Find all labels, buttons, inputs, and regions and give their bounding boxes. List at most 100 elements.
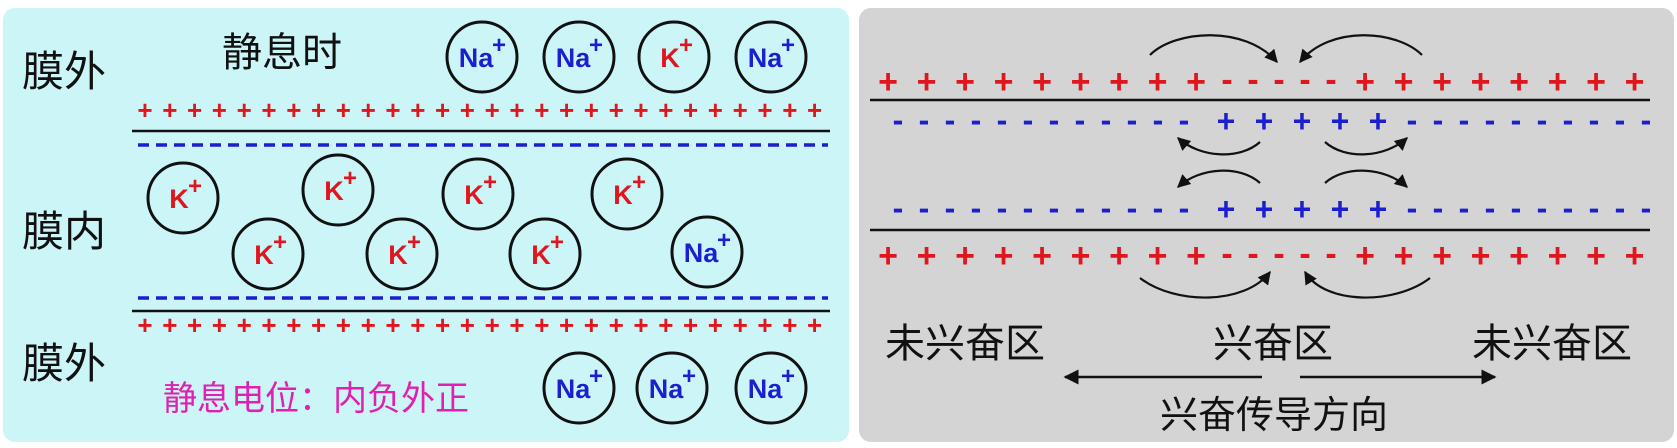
ion-symbol: Na (556, 374, 591, 404)
ion-symbol: K (613, 180, 633, 210)
negative-charge: - (1563, 190, 1574, 226)
right-panel-background (859, 8, 1674, 442)
positive-charge: + (1548, 237, 1568, 275)
potassium-ion: K+ (301, 153, 375, 227)
positive-charge: + (757, 310, 772, 340)
left-panel-background (3, 8, 849, 442)
negative-charge: - (1433, 190, 1444, 226)
sodium-ion: Na+ (542, 20, 616, 94)
ion-charge: + (679, 32, 693, 59)
negative-charge: - (1075, 190, 1086, 226)
negative-charge: - (1247, 235, 1258, 273)
ion-charge: + (273, 229, 287, 256)
negative-charge: - (1615, 190, 1626, 226)
positive-charge: + (261, 310, 276, 340)
positive-charge: + (410, 310, 425, 340)
positive-charge: + (460, 310, 475, 340)
negative-charge: - (1023, 190, 1034, 226)
positive-charge: + (1217, 191, 1236, 227)
positive-charge: + (385, 95, 400, 125)
positive-charge: + (917, 237, 937, 275)
label-unexcited-left: 未兴奋区 (885, 321, 1045, 367)
positive-charge: + (807, 310, 822, 340)
potassium-ion: K+ (441, 157, 515, 231)
positive-charge: + (1548, 63, 1568, 101)
negative-charge: - (1101, 102, 1112, 138)
negative-charge: - (893, 190, 904, 226)
positive-charge: + (955, 63, 975, 101)
local-current-arrow-inner-upper-left (1177, 137, 1261, 156)
positive-charge: + (460, 95, 475, 125)
positive-charge: + (994, 237, 1014, 275)
positive-charge: + (708, 95, 723, 125)
positive-charge: + (1109, 237, 1129, 275)
negative-charge: - (1273, 235, 1284, 273)
sodium-ion: Na+ (445, 20, 519, 94)
sodium-ion: Na+ (635, 351, 709, 425)
ion-charge: + (483, 169, 497, 196)
positive-charge: + (1032, 63, 1052, 101)
negative-charge: - (1127, 102, 1138, 138)
negative-charge: - (1537, 190, 1548, 226)
positive-charge: + (410, 95, 425, 125)
local-current-arrow-inner-lower-right (1324, 169, 1408, 188)
ion-symbol: Na (684, 238, 719, 268)
positive-charge: + (1625, 63, 1645, 101)
potassium-ion: K+ (146, 161, 220, 235)
positive-charge: + (261, 95, 276, 125)
positive-charge: + (485, 95, 500, 125)
negative-charge: - (1153, 102, 1164, 138)
positive-charge: + (683, 95, 698, 125)
negative-charge: - (1485, 102, 1496, 138)
negative-charge: - (1127, 190, 1138, 226)
ion-charge: + (589, 32, 603, 59)
positive-charge: + (1625, 237, 1645, 275)
positive-charge: + (1471, 237, 1491, 275)
negative-charge: - (1299, 235, 1310, 273)
right-upper-inner-charges: ------------+++++---------- (893, 102, 1652, 139)
ion-circle (445, 20, 519, 94)
positive-charge: + (286, 310, 301, 340)
positive-charge: + (137, 310, 152, 340)
positive-charge: + (311, 310, 326, 340)
caption-resting-potential: 静息电位：内负外正 (163, 379, 469, 419)
positive-charge: + (917, 63, 937, 101)
negative-charge: - (1101, 190, 1112, 226)
positive-charge: + (782, 95, 797, 125)
positive-charge: + (162, 310, 177, 340)
negative-charge: - (1049, 102, 1060, 138)
negative-charge: - (1049, 190, 1060, 226)
ion-circle (365, 217, 439, 291)
negative-charge: - (1075, 102, 1086, 138)
negative-charge: - (1179, 102, 1190, 138)
local-current-arrow-outer-lower-right (1304, 270, 1431, 299)
positive-charge: + (1586, 237, 1606, 275)
ion-symbol: K (324, 176, 344, 206)
ion-charge: + (781, 363, 795, 390)
positive-charge: + (1293, 191, 1312, 227)
ion-charge: + (492, 32, 506, 59)
positive-charge: + (1394, 237, 1414, 275)
positive-charge: + (1148, 237, 1168, 275)
negative-charge: - (1459, 190, 1470, 226)
ion-circle (734, 351, 808, 425)
positive-charge: + (435, 95, 450, 125)
positive-charge: + (1355, 63, 1375, 101)
potassium-ion: K+ (231, 217, 305, 291)
positive-charge: + (609, 95, 624, 125)
ion-circle (542, 20, 616, 94)
right-lower-inner-charges: ------------+++++---------- (893, 190, 1652, 227)
sodium-ion: Na+ (734, 20, 808, 94)
ions-outside-bottom: Na+Na+Na+ (542, 351, 808, 425)
negative-charge: - (1589, 102, 1600, 138)
positive-charge: + (1255, 191, 1274, 227)
ion-symbol: Na (748, 374, 783, 404)
positive-charge: + (807, 95, 822, 125)
ion-circle (590, 157, 664, 231)
positive-charge: + (708, 310, 723, 340)
right-upper-outer-charges: +++++++++-----++++++++ (878, 61, 1644, 101)
positive-charge: + (336, 95, 351, 125)
local-current-arrow-inner-upper-right (1324, 137, 1408, 156)
ion-symbol: Na (748, 43, 783, 73)
